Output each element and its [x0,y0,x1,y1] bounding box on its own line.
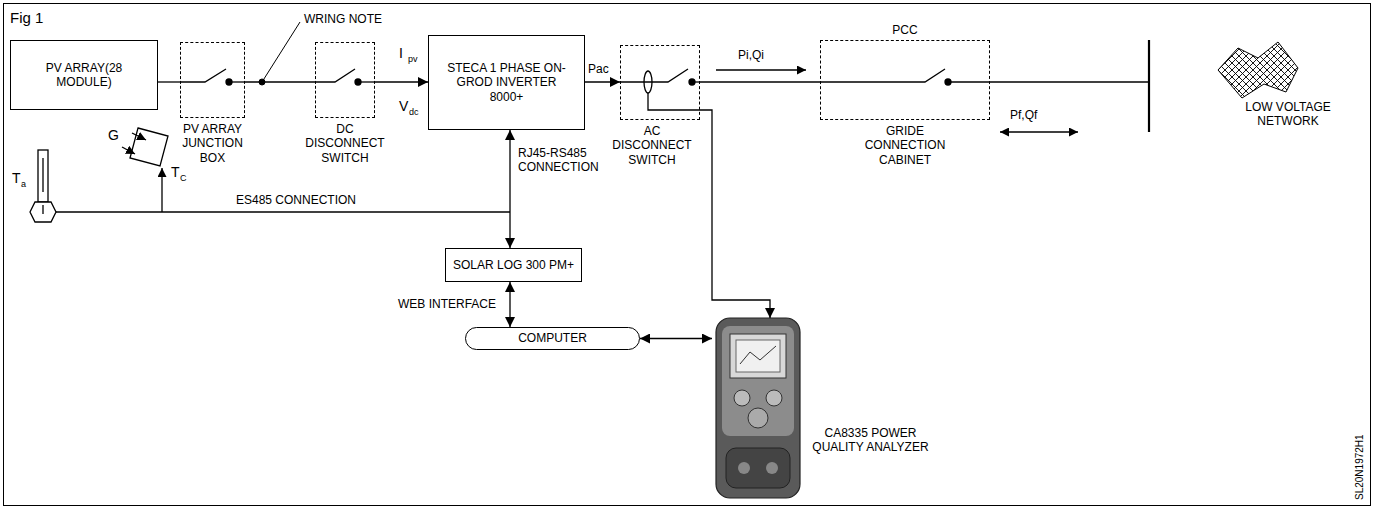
datalogger-box: SOLAR LOG 300 PM+ [445,248,582,282]
node-label: SOLAR LOG 300 PM+ [453,258,574,272]
connector-label: WEB INTERFACE [398,297,496,311]
analyzer-device [736,340,780,372]
switch-symbol [820,69,945,82]
sensor-symbol [38,150,48,202]
annotation-label: Fig 1 [10,9,43,27]
node-label: LOW VOLTAGE NETWORK [1232,100,1344,129]
pv-array-box: PV ARRAY(28 MODULE) [10,40,158,110]
annotation-label: WRING NOTE [304,12,382,26]
sensor-symbol [161,168,162,212]
annotation-label: a [21,179,26,190]
switch-symbol [355,79,361,85]
node-label: CA8335 POWER QUALITY ANALYZER [808,426,933,455]
analyzer-device [766,390,782,406]
sensor-symbol [42,205,43,214]
node-label: COMPUTER [518,331,587,345]
connector-line [375,81,428,82]
connector-label: Pf,Qf [1010,108,1037,122]
figure-frame [4,4,1371,506]
switch-symbol [226,79,232,85]
analyzer-device [716,318,800,498]
wiring-note-leader [259,22,300,85]
annotation-label: V [399,98,408,115]
node-label: AC DISCONNECT SWITCH [607,124,697,167]
figure-frame [4,4,1371,506]
current-clamp [648,93,700,110]
connector-line [700,81,820,82]
current-clamp [644,71,652,93]
switch-symbol [361,81,375,82]
junction-box: PV ARRAY JUNCTION BOX [180,42,245,118]
annotation-label: ES485 CONNECTION [236,193,356,207]
network-symbol [1148,40,1150,132]
analyzer-device [730,334,786,378]
connector-label: RJ45-RS485 CONNECTION [518,146,608,175]
power-flow-arrow [716,70,1078,132]
connector-line [990,81,1148,82]
grid-cabinet-box: PCCGRIDE CONNECTION CABINET [820,40,990,120]
analyzer-device [722,326,794,436]
switch-symbol [951,81,990,82]
analyzer-device [734,390,750,406]
dc-switch-box: DC DISCONNECT SWITCH [315,42,375,118]
wiring-note-leader [262,22,300,82]
network-symbol [1218,42,1298,98]
annotation-label: pv [408,54,418,65]
ac-switch-box: AC DISCONNECT SWITCH [620,45,700,120]
connector-line [640,338,712,339]
switch-symbol [232,81,245,82]
sensor-symbol [30,202,56,222]
annotation-label: C [180,173,187,184]
annotation-label: G [108,127,119,144]
node-label: PCC [855,23,955,37]
analyzer-device [726,448,790,488]
connector-line [509,130,510,248]
analyzer-device [748,408,768,428]
analyzer-device [740,346,776,364]
analyzer-device [716,318,800,498]
drawing-code: SL20N1972H1 [1354,434,1366,500]
sensor-symbol [130,128,168,166]
connector-line [158,81,180,82]
computer-box: COMPUTER [465,327,640,350]
sensor-symbol [56,211,510,212]
node-label: STECA 1 PHASE ON-GROD INVERTER 8000+ [444,61,569,104]
connector-line [509,282,510,327]
annotation-label: dc [409,107,419,118]
annotation-label: T [171,164,180,181]
power-flow-arrow [1000,131,1078,132]
sensor-symbol [132,133,146,140]
switch-symbol [945,79,951,85]
annotation-label: T [12,170,21,187]
sensor-symbol [42,158,43,192]
connector-label: Pac [588,62,609,76]
node-label: PV ARRAY(28 MODULE) [24,61,144,90]
connector-line [700,110,770,318]
switch-symbol [315,69,355,82]
connector-line [245,81,315,82]
switch-symbol [620,69,688,82]
node-label: PV ARRAY JUNCTION BOX [177,122,249,165]
connector-label: Pi,Qi [738,48,764,62]
switch-symbol [180,69,226,82]
analyzer-node: CA8335 POWER QUALITY ANALYZER [712,318,962,498]
node-label: DC DISCONNECT SWITCH [300,122,390,165]
power-flow-arrow [716,69,806,70]
sensor-symbol [30,128,510,222]
switch-symbol [689,79,695,85]
analyzer-device [766,462,778,474]
analyzer-device [738,462,750,474]
inverter-box: STECA 1 PHASE ON-GROD INVERTER 8000+ [428,35,585,130]
network-node: LOW VOLTAGE NETWORK [1148,40,1345,132]
current-clamp [644,71,700,110]
connector-line [585,81,620,82]
node-sublabel: GRIDE CONNECTION CABINET [855,124,955,167]
annotation-label: I [399,45,403,62]
sensor-symbol [122,147,135,154]
switch-symbol [180,69,990,85]
